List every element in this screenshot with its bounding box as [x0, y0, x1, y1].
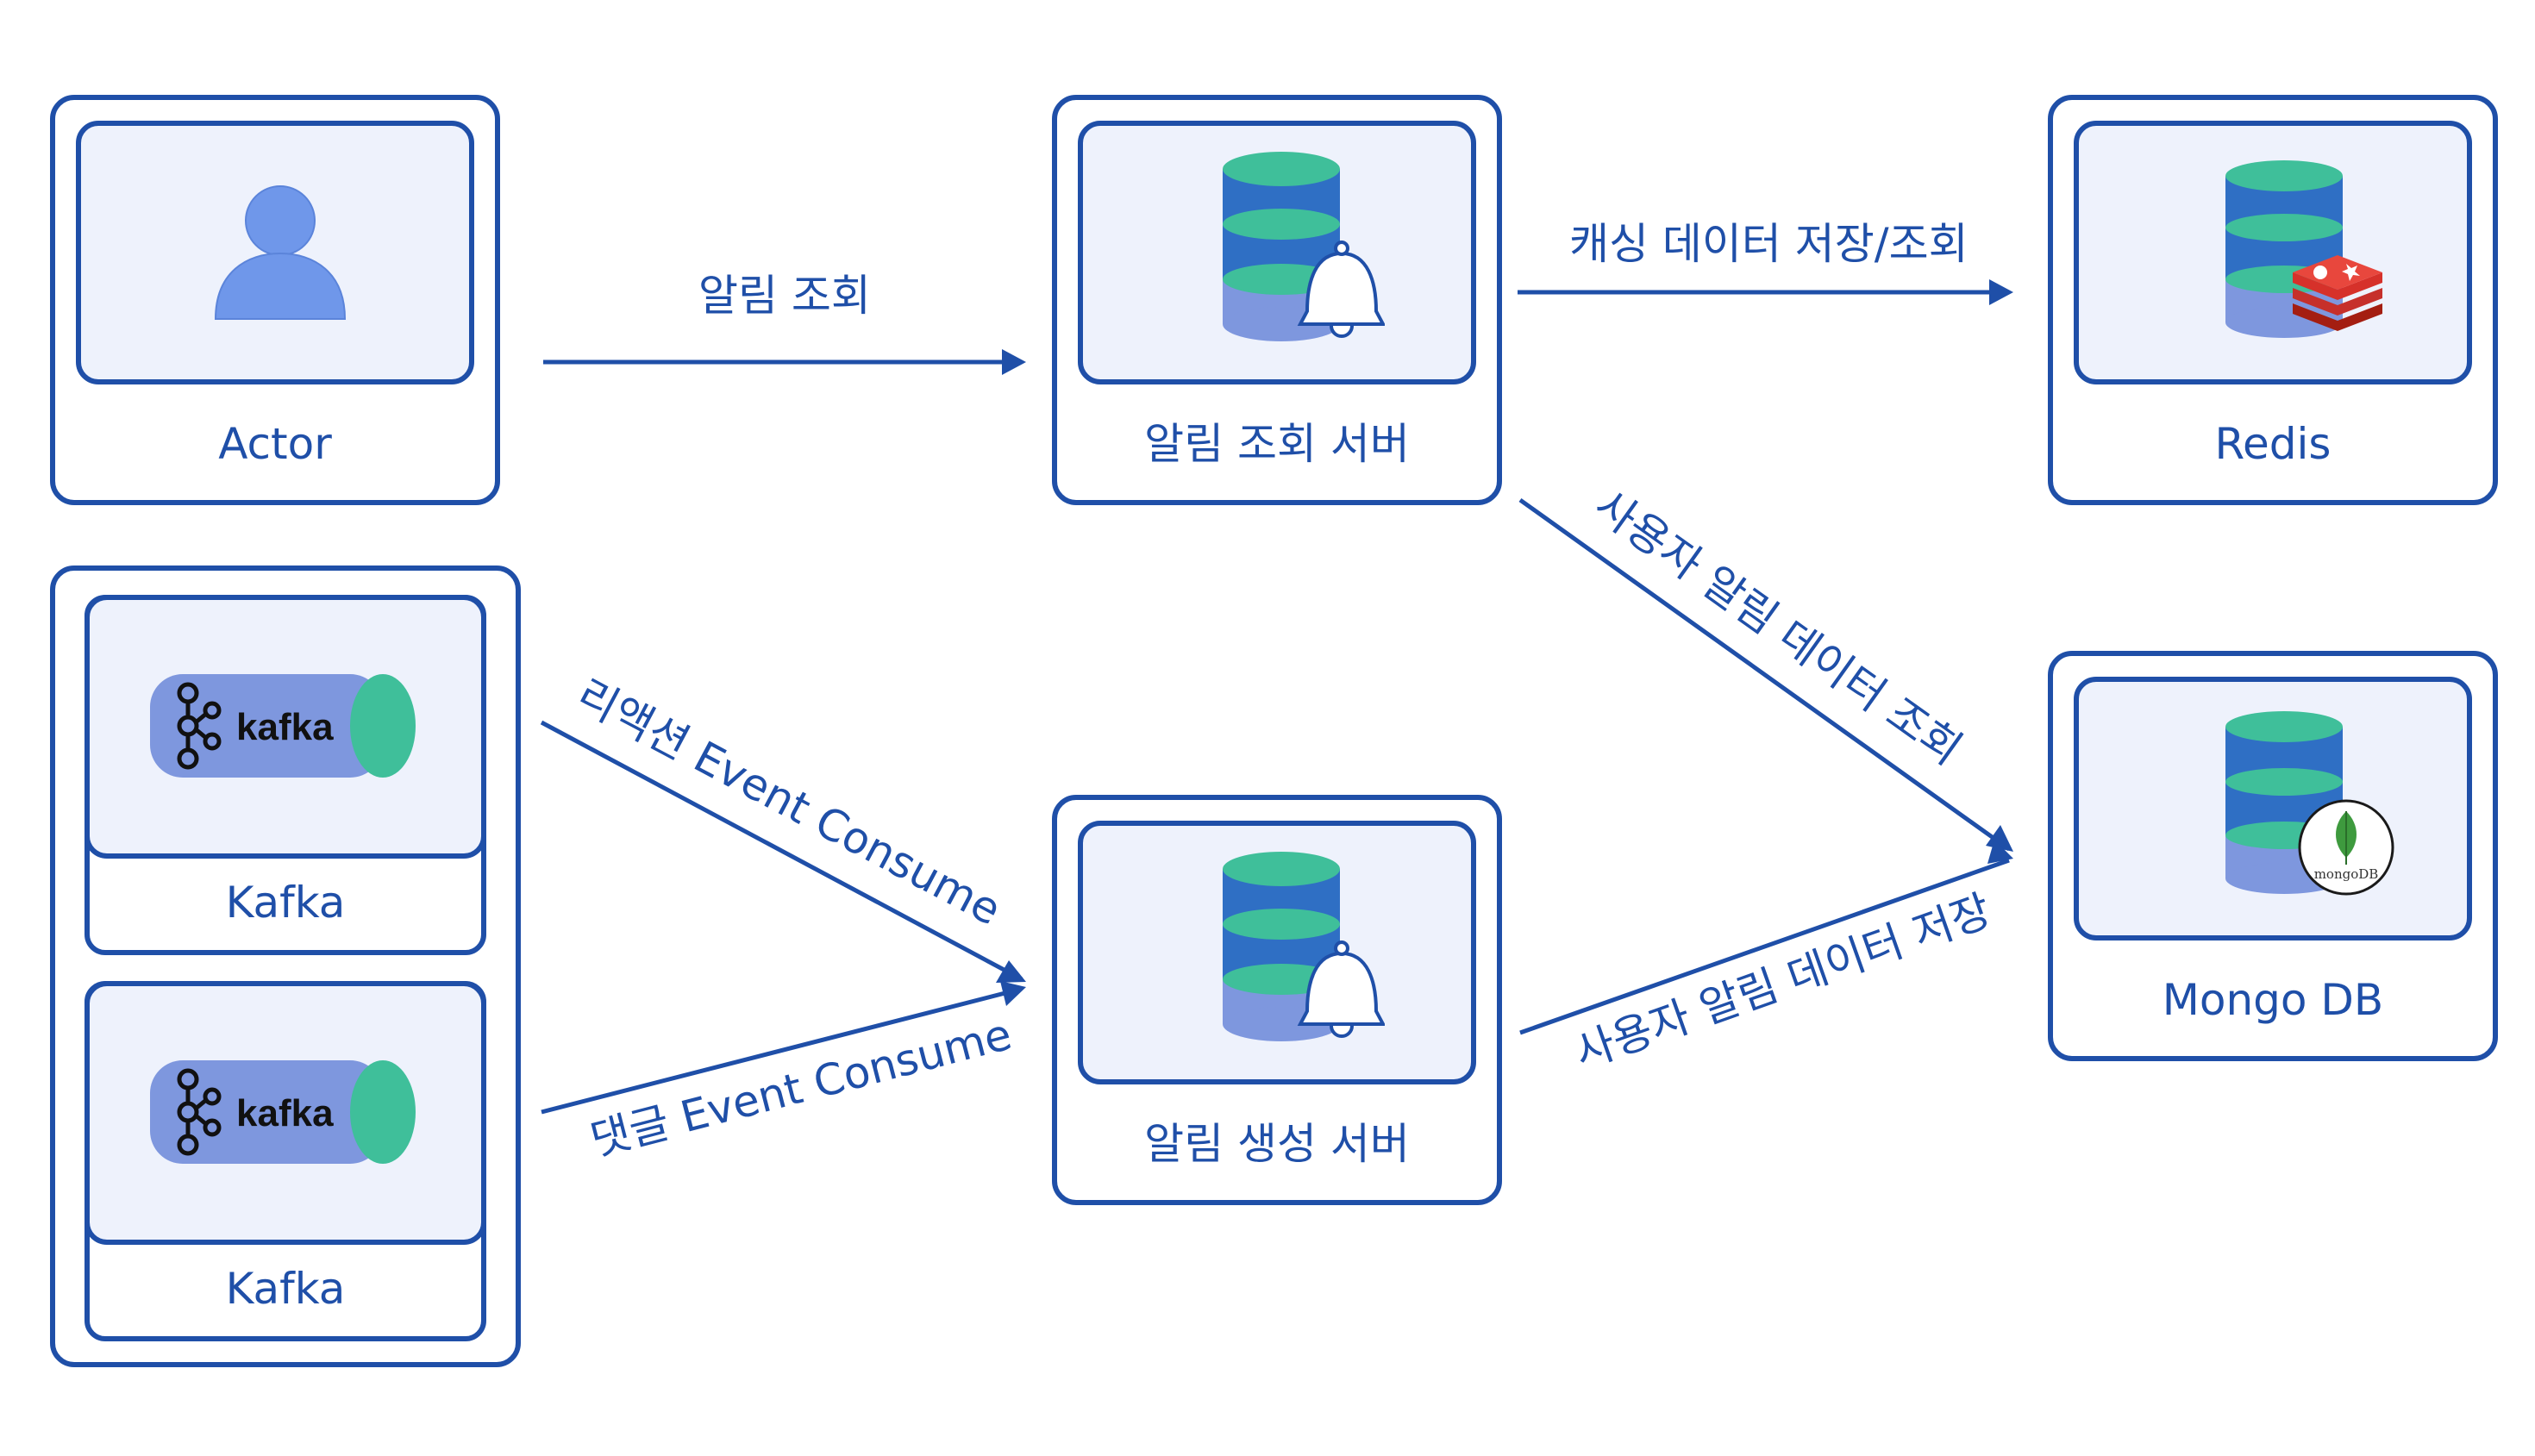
arrowhead-4: [996, 960, 1026, 983]
arrow-kafka2-to-create: [541, 986, 1023, 1115]
actor-node[interactable]: Actor: [50, 95, 500, 505]
arrowhead-3: [1986, 825, 2013, 852]
kafka-logo-text-2: kafka: [236, 1092, 334, 1134]
actor-icon-panel: [76, 121, 474, 384]
arrowhead-2: [1989, 279, 2013, 305]
arrowhead-6: [1987, 840, 2013, 864]
redis-label: Redis: [2214, 419, 2332, 469]
kafka-icon-panel-1: kafka: [84, 595, 486, 859]
database-bell-icon: [1223, 152, 1385, 341]
redis-node[interactable]: Redis: [2048, 95, 2498, 505]
kafka-group: kafka Kafka kafka Kafka: [50, 566, 521, 1367]
arrow-lookup-to-mongo: [1518, 497, 2011, 852]
actor-label: Actor: [218, 419, 332, 469]
redis-icon-panel: [2074, 121, 2472, 384]
edge-label-actor-to-lookup: 알림 조회: [698, 271, 871, 321]
lookup-server-icon-panel: [1078, 121, 1476, 384]
kafka-icon: kafka: [150, 674, 416, 778]
kafka-icon: kafka: [150, 1060, 416, 1164]
mongodb-database-icon: mongoDB: [2225, 711, 2394, 896]
kafka-label-1: Kafka: [225, 878, 346, 928]
create-server-icon-panel: [1078, 821, 1476, 1084]
mongodb-label: Mongo DB: [2162, 975, 2384, 1025]
arrow-create-to-mongo: [1519, 858, 2010, 1035]
mongodb-node[interactable]: mongoDB Mongo DB: [2048, 651, 2498, 1061]
database-bell-icon: [1223, 852, 1385, 1041]
arrowhead-1: [1002, 349, 1026, 375]
kafka-label-2: Kafka: [225, 1264, 346, 1314]
user-icon: [214, 185, 347, 320]
redis-logo-icon: [2293, 255, 2382, 331]
arrow-kafka1-to-create: [540, 720, 1023, 982]
mongodb-logo-text: mongoDB: [2314, 866, 2379, 882]
lookup-server-label: 알림 조회 서버: [1144, 419, 1410, 469]
lookup-server-node[interactable]: 알림 조회 서버: [1052, 95, 1502, 505]
kafka-node-2[interactable]: kafka Kafka: [84, 981, 486, 1341]
redis-database-icon: [2225, 160, 2382, 338]
mongodb-logo-icon: mongoDB: [2298, 799, 2394, 896]
edge-label-lookup-to-redis: 캐싱 데이터 저장/조회: [1569, 219, 1969, 269]
kafka-logo-text-1: kafka: [236, 706, 334, 748]
mongodb-icon-panel: mongoDB: [2074, 677, 2472, 940]
kafka-node-1[interactable]: kafka Kafka: [84, 595, 486, 955]
arrowhead-5: [1000, 981, 1026, 1006]
create-server-node[interactable]: 알림 생성 서버: [1052, 795, 1502, 1205]
create-server-label: 알림 생성 서버: [1144, 1119, 1410, 1169]
kafka-icon-panel-2: kafka: [84, 981, 486, 1245]
